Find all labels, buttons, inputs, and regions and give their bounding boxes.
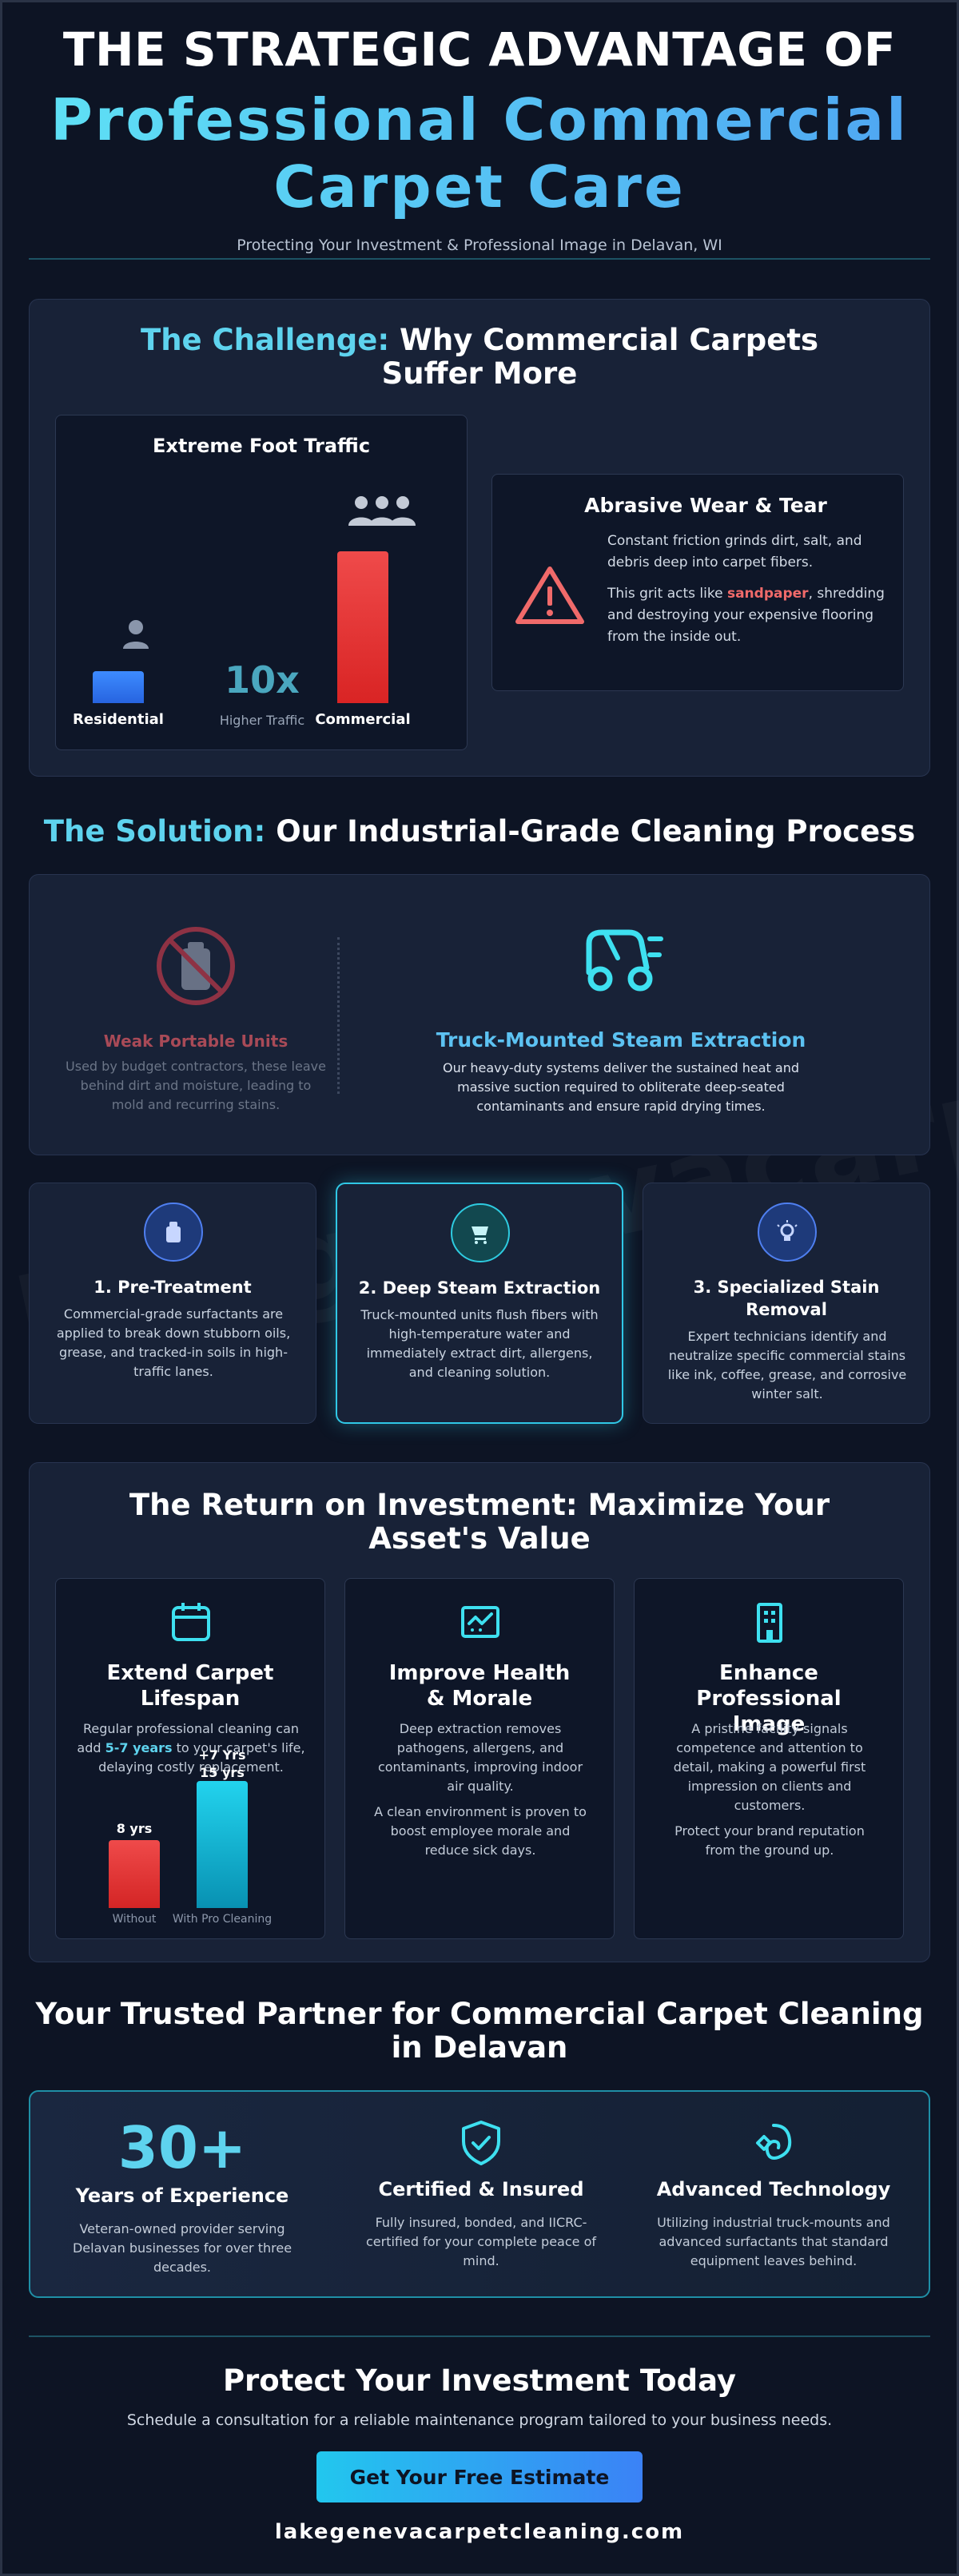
- step-2-text: Truck-mounted units flush fibers with hi…: [360, 1307, 599, 1380]
- solution-title: The Solution: Our Industrial-Grade Clean…: [0, 815, 959, 849]
- hero-pretitle: THE STRATEGIC ADVANTAGE OF: [62, 22, 897, 77]
- commercial-label: Commercial: [315, 711, 411, 728]
- lifespan-chart: 8 yrs 15 yrs +7 Yrs: [56, 1579, 326, 1908]
- step-1-title: 1. Pre-Treatment: [94, 1278, 252, 1297]
- image-card: Enhance Professional Image A pristine fa…: [634, 1578, 904, 1939]
- hero-title-line1: Professional Commercial: [0, 86, 959, 153]
- without-value-label: 8 yrs: [116, 1821, 153, 1837]
- added-years-label: +7 Yrs: [198, 1747, 246, 1763]
- health-title: Improve Health & Morale: [388, 1661, 571, 1711]
- with-pro-cleaning-bar: [197, 1781, 248, 1908]
- wear-card-title: Abrasive Wear & Tear: [584, 494, 827, 517]
- tech-title: Advanced Technology: [656, 2178, 891, 2200]
- experience-text: Veteran-owned provider serving Delavan b…: [72, 2221, 292, 2275]
- image-text-2: Protect your brand reputation from the g…: [674, 1823, 865, 1858]
- building-icon: [757, 1603, 782, 1643]
- commercial-bar: [337, 551, 388, 703]
- traffic-bars: [56, 415, 468, 703]
- air-quality-icon: [461, 1606, 499, 1638]
- challenge-title: The Challenge: Why Commercial Carpets Su…: [30, 324, 929, 391]
- truck-mount-title: Truck-Mounted Steam Extraction: [436, 1028, 806, 1051]
- health-card: Improve Health & Morale Deep extraction …: [344, 1578, 615, 1939]
- with-axis-label: With Pro Cleaning: [172, 1913, 273, 1926]
- roi-section: The Return on Investment: Maximize Your …: [29, 1462, 930, 1962]
- spray-bottle-icon: [144, 1203, 203, 1262]
- partner-title: Your Trusted Partner for Commercial Carp…: [35, 1997, 924, 2065]
- step-3-title: 3. Specialized Stain Removal: [693, 1278, 880, 1319]
- lifespan-title: Extend Carpet Lifespan: [106, 1661, 274, 1711]
- image-title: Enhance Professional Image: [696, 1661, 842, 1736]
- person-icon: [123, 620, 149, 649]
- step-2-title: 2. Deep Steam Extraction: [358, 1278, 601, 1298]
- with-value-label: 15 yrs: [200, 1765, 245, 1780]
- step-card-pretreatment: 1. Pre-Treatment Commercial-grade surfac…: [29, 1183, 316, 1424]
- sandpaper-highlight: sandpaper: [726, 586, 809, 602]
- wear-text-2-pre: This grit acts like: [607, 586, 727, 602]
- shield-check-icon: [462, 2121, 500, 2165]
- challenge-section: The Challenge: Why Commercial Carpets Su…: [29, 299, 930, 777]
- without-axis-label: Without: [112, 1913, 157, 1926]
- portable-unit-prohibited-icon: [157, 927, 235, 1005]
- roi-title: The Return on Investment: Maximize Your …: [129, 1488, 830, 1556]
- wear-text-2-post: , shredding and destroying your expensiv…: [607, 586, 885, 645]
- traffic-card: Extreme Foot Traffic 10x Higher Traffic …: [55, 415, 468, 750]
- step-card-stain-removal: 3. Specialized Stain Removal Expert tech…: [643, 1183, 930, 1424]
- tech-icon: [756, 2124, 792, 2160]
- divider: [29, 258, 930, 260]
- lifespan-text-pre: Regular professional cleaning can add: [77, 1721, 300, 1755]
- wear-card: Abrasive Wear & Tear Constant friction g…: [491, 474, 904, 691]
- step-1-text: Commercial-grade surfactants are applied…: [56, 1306, 291, 1379]
- experience-number: 30+: [117, 2114, 247, 2181]
- challenge-title-rest: Why Commercial Carpets Suffer More: [381, 323, 819, 391]
- hero-header: THE STRATEGIC ADVANTAGE OF Professional …: [0, 22, 959, 254]
- challenge-title-accent: The Challenge:: [140, 323, 390, 357]
- warning-icon: [515, 566, 584, 624]
- people-group-icon: [348, 496, 416, 526]
- wear-text-2: This grit acts like sandpaper, shredding…: [607, 583, 887, 648]
- step-card-extraction: 2. Deep Steam Extraction Truck-mounted u…: [336, 1183, 623, 1424]
- solution-title-accent: The Solution:: [43, 814, 266, 849]
- health-text-2: A clean environment is proven to boost e…: [374, 1804, 587, 1858]
- traffic-multiplier: 10x: [225, 658, 300, 702]
- weak-units-text: Used by budget contractors, these leave …: [66, 1059, 326, 1112]
- image-text-1: A pristine facility signals competence a…: [673, 1721, 866, 1813]
- truck-mount-icon: [586, 929, 663, 992]
- step-3-text: Expert technicians identify and neutrali…: [667, 1329, 907, 1401]
- lightbulb-icon: [758, 1203, 817, 1262]
- tech-text: Utilizing industrial truck-mounts and ad…: [657, 2215, 890, 2268]
- health-text-1: Deep extraction removes pathogens, aller…: [377, 1721, 583, 1794]
- certified-text: Fully insured, bonded, and IICRC-certifi…: [365, 2215, 597, 2268]
- wear-text-1: Constant friction grinds dirt, salt, and…: [607, 533, 862, 570]
- equipment-comparison: Weak Portable Units Used by budget contr…: [29, 874, 930, 1155]
- traffic-multiplier-caption: Higher Traffic: [219, 713, 305, 728]
- residential-bar: [93, 671, 144, 703]
- cart-icon: [451, 1203, 510, 1262]
- cta-title: Protect Your Investment Today: [222, 2363, 737, 2398]
- truck-mount-text: Our heavy-duty systems deliver the susta…: [442, 1060, 800, 1114]
- partner-card: 30+ Years of Experience Veteran-owned pr…: [29, 2090, 930, 2298]
- certified-title: Certified & Insured: [378, 2178, 584, 2200]
- traffic-card-title: Extreme Foot Traffic: [152, 435, 371, 457]
- cta-text: Schedule a consultation for a reliable m…: [126, 2411, 833, 2429]
- hero-title-line2: Carpet Care: [0, 153, 959, 221]
- free-estimate-button[interactable]: Get Your Free Estimate: [316, 2451, 643, 2502]
- experience-title: Years of Experience: [75, 2184, 289, 2207]
- divider: [29, 2335, 930, 2337]
- vertical-divider: [337, 937, 340, 1094]
- calendar-icon: [172, 1603, 210, 1641]
- solution-title-rest: Our Industrial-Grade Cleaning Process: [276, 814, 916, 849]
- lifespan-text: Regular professional cleaning can add 5-…: [75, 1719, 307, 1777]
- hero-subtitle: Protecting Your Investment & Professiona…: [237, 237, 722, 254]
- lifespan-text-post: to your carpet's life, delaying costly r…: [98, 1740, 305, 1775]
- without-bar: [109, 1840, 160, 1908]
- weak-units-title: Weak Portable Units: [103, 1032, 288, 1051]
- lifespan-card: Extend Carpet Lifespan Regular professio…: [55, 1578, 325, 1939]
- lifespan-highlight: 5-7 years: [105, 1740, 173, 1755]
- residential-label: Residential: [73, 711, 164, 728]
- website-domain[interactable]: lakegenevacarpetcleaning.com: [274, 2520, 685, 2544]
